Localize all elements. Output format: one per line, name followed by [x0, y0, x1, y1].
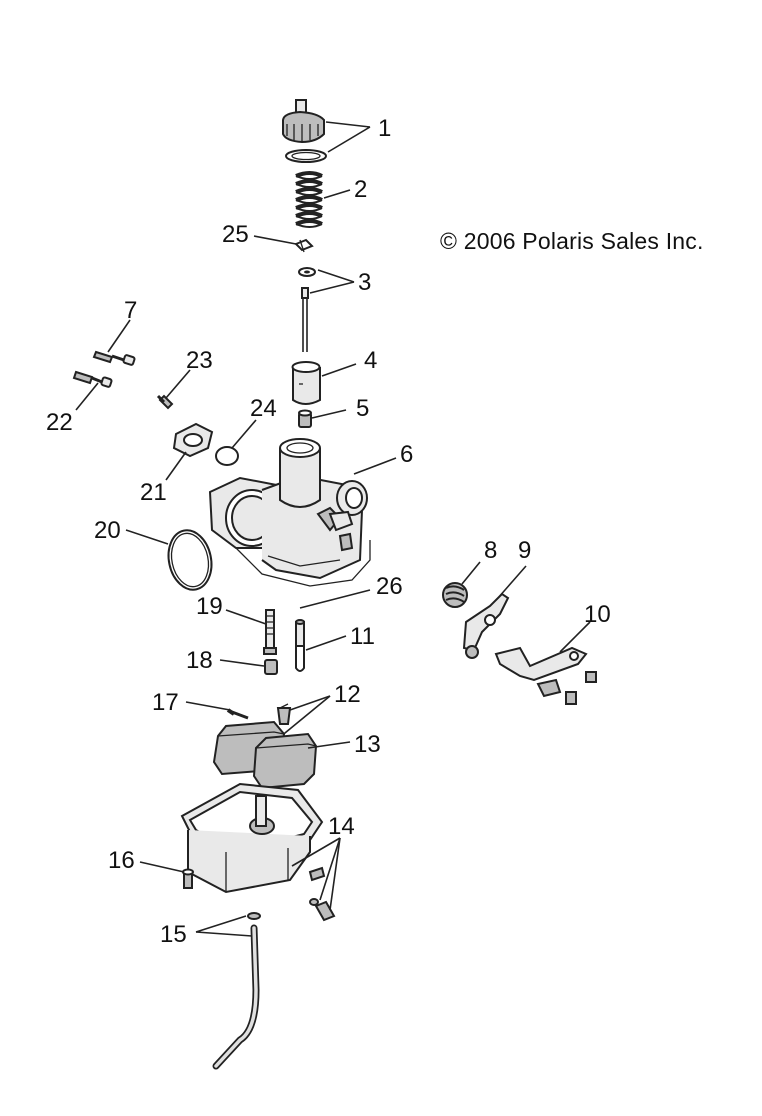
leader-20: [125, 529, 169, 545]
leader-16: [139, 861, 185, 873]
leader-17: [185, 701, 231, 711]
callout-26: 26: [376, 573, 403, 600]
leader-6: [353, 457, 397, 475]
callout-24: 24: [250, 395, 277, 422]
part-22-idle-screw: [72, 370, 113, 388]
callout-22: 22: [46, 409, 73, 436]
callout-15: 15: [160, 921, 187, 948]
leader-15: [195, 915, 253, 937]
callout-7: 7: [124, 297, 137, 324]
leader-8: [461, 561, 481, 585]
callout-6: 6: [400, 441, 413, 468]
callout-13: 13: [354, 731, 381, 758]
part-4-throttle-slide: [291, 361, 321, 405]
part-1-carb-cap: [282, 99, 327, 163]
leader-21: [165, 451, 187, 481]
callout-18: 18: [186, 647, 213, 674]
part-7-pilot-screw: [92, 350, 136, 366]
callout-20: 20: [94, 517, 121, 544]
copyright-notice: © 2006 Polaris Sales Inc.: [440, 228, 704, 254]
leader-1: [325, 121, 371, 153]
leader-19: [225, 609, 267, 625]
leader-5: [311, 409, 347, 419]
callout-5: 5: [356, 395, 369, 422]
callout-9: 9: [518, 537, 531, 564]
leader-3: [309, 269, 355, 294]
part-18-main-jet: [264, 659, 278, 675]
leader-18: [219, 659, 265, 667]
part-13-float: [212, 720, 318, 790]
callout-12: 12: [334, 681, 361, 708]
callout-16: 16: [108, 847, 135, 874]
leader-10: [559, 621, 591, 653]
leader-4: [321, 363, 357, 377]
part-5-jet-fitting: [298, 409, 312, 428]
callout-14: 14: [328, 813, 355, 840]
part-14-float-bowl: [180, 782, 336, 922]
part-19-jet-holder: [263, 609, 277, 655]
callout-8: 8: [484, 537, 497, 564]
callout-23: 23: [186, 347, 213, 374]
part-8-return-spring: [442, 582, 468, 608]
callout-17: 17: [152, 689, 179, 716]
callout-10: 10: [584, 601, 611, 628]
part-16-bowl-screw: [182, 868, 194, 889]
leader-9: [497, 565, 527, 599]
part-25-clip: [294, 238, 314, 253]
part-17-screw: [226, 708, 249, 720]
part-21-insulator-flange: [172, 422, 214, 458]
callout-25: 25: [222, 221, 249, 248]
callout-2: 2: [354, 176, 367, 203]
leader-7: [107, 319, 131, 353]
part-20-bowl-o-ring: [167, 529, 213, 591]
callout-3: 3: [358, 269, 371, 296]
leader-23: [165, 369, 191, 399]
part-10-cable-bracket: [494, 646, 597, 705]
leader-22: [75, 382, 99, 411]
part-11-pilot-jet: [295, 619, 305, 672]
leader-24: [231, 419, 257, 449]
leader-26: [299, 589, 371, 609]
callout-4: 4: [364, 347, 377, 374]
part-2-spring: [295, 171, 323, 228]
callout-11: 11: [350, 623, 375, 650]
leader-14: [291, 837, 341, 911]
part-24-o-ring: [215, 446, 239, 466]
callout-1: 1: [378, 115, 391, 142]
part-23-bolt: [156, 394, 174, 410]
callout-21: 21: [140, 479, 167, 506]
leader-13: [307, 741, 351, 749]
leader-11: [305, 635, 347, 651]
leader-2: [323, 189, 351, 199]
part-15-drain-hose: [212, 912, 261, 1070]
part-3-needle: [298, 267, 316, 352]
part-9-throttle-lever: [462, 592, 510, 659]
part-6-carburetor-body: [208, 438, 371, 587]
callout-19: 19: [196, 593, 223, 620]
leader-25: [253, 235, 297, 245]
part-12-float-needle: [276, 703, 292, 725]
